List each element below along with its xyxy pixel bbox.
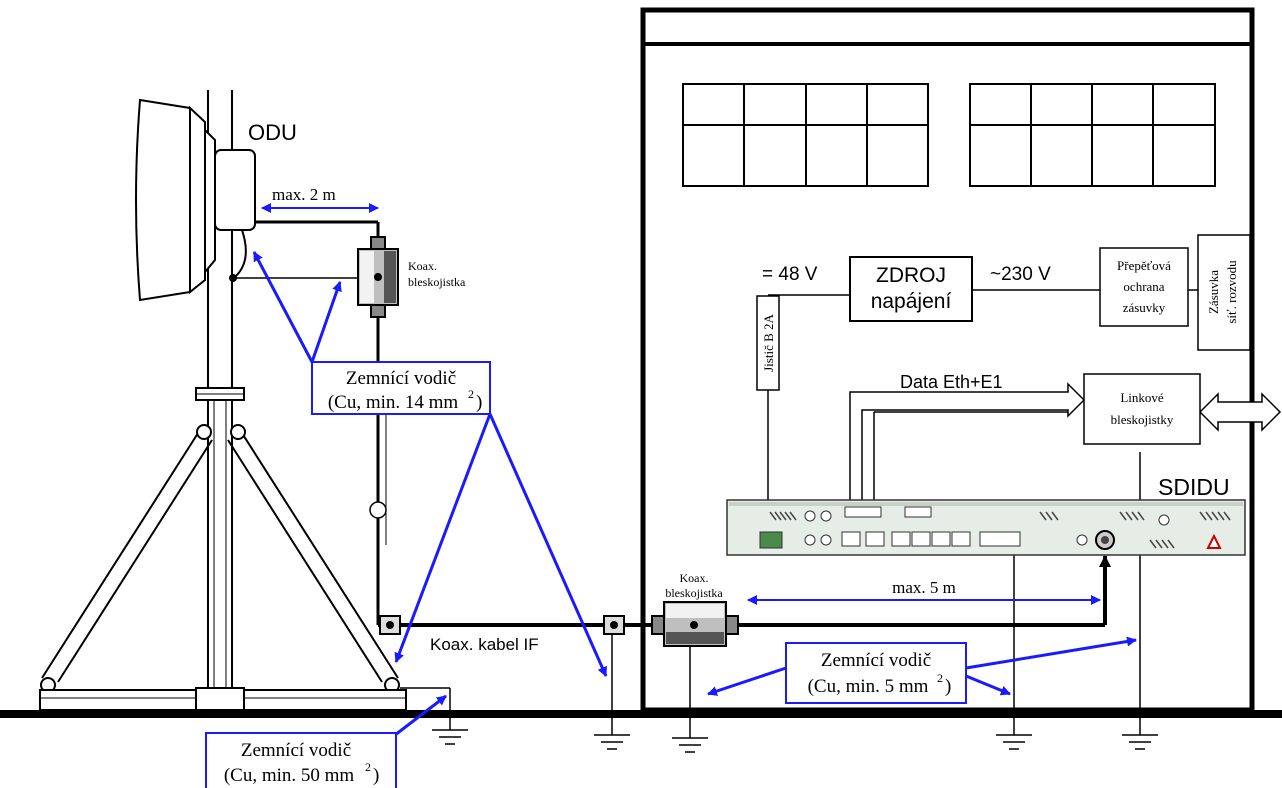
dc-48v-label: = 48 V [762,264,818,285]
surge-protector-box: Přepěťová ochrana zásuvky [1099,247,1189,327]
zemnici-50-line1: Zemnící vodič [241,740,351,761]
psu-label-2: napájení [871,290,952,313]
sdidu-device [726,499,1246,556]
connector-icon [379,615,625,635]
sdidu-label: SDIDU [1158,474,1230,500]
zemnici-5-sup: 2 [937,671,943,685]
line-arrester-label-1: Linkové [1120,390,1164,405]
zemnici-5-line2: (Cu, min. 5 mm [808,676,929,697]
socket-box: Zásuvka síť. rozvodu [1197,234,1251,351]
surge-arrester-icon-bottom [651,601,739,647]
prepet-label-2: ochrana [1123,279,1164,294]
koax-if-cable-label: Koax. kabel IF [430,635,539,654]
pointer-arrows [252,251,1137,737]
line-arrester-label-2: bleskojistky [1111,412,1174,427]
zemnici-14-line1: Zemnící vodič [346,368,456,389]
data-arrow [849,382,1086,536]
koax-arrester-top-label-2: bleskojistka [408,275,466,289]
breaker-box: Jistič B 2A [756,295,780,391]
zemnici-50-close: ) [373,765,379,786]
external-double-arrow [1198,392,1282,432]
prepet-label-3: zásuvky [1123,300,1166,315]
zemnici-14-close: ) [476,392,482,413]
zemnici-5-line1: Zemnící vodič [821,650,931,671]
mast-tripod [39,90,407,711]
window-right [969,83,1216,187]
ground-wire-label-14: Zemnící vodič (Cu, min. 14 mm 2 ) [311,361,491,415]
building [640,7,1255,713]
zemnici-14-line2: (Cu, min. 14 mm [328,392,459,413]
ac-230v-label: ~230 V [990,264,1051,285]
max-2m-label: max. 2 m [272,185,336,204]
zemnici-50-line2: (Cu, min. 50 mm [224,765,355,786]
psu-label-1: ZDROJ [876,264,946,287]
socket-label-2: síť. rozvodu [1224,260,1239,324]
odu-dish [135,98,256,302]
surge-arrester-icon-top [357,236,399,318]
zemnici-14-sup: 2 [468,387,474,401]
max-5m-label: max. 5 m [892,578,956,597]
ground-wire-label-50: Zemnící vodič (Cu, min. 50 mm 2 ) [205,732,397,788]
ground-symbol-icon [432,729,1158,753]
warning-triangle-icon [1206,533,1222,549]
koax-arrester-bottom-label-1: Koax. [680,571,709,585]
zemnici-5-close: ) [945,676,951,697]
line-arrester-box: Linkové bleskojistky [1083,373,1201,445]
ground-wire-label-5: Zemnící vodič (Cu, min. 5 mm 2 ) [785,642,967,704]
data-eth-label: Data Eth+E1 [900,372,1003,392]
prepet-label-1: Přepěťová [1117,258,1171,273]
koax-arrester-bottom-label-2: bleskojistka [665,586,723,600]
koax-arrester-top-label-1: Koax. [408,259,437,273]
dimension-arrows [261,203,1101,605]
power-supply-box: ZDROJ napájení [849,256,973,322]
ground-line [0,710,1282,718]
breaker-label: Jistič B 2A [761,314,776,372]
odu-label: ODU [248,120,297,145]
socket-label-1: Zásuvka [1206,270,1221,314]
window-left [682,83,929,187]
zemnici-50-sup: 2 [365,760,371,774]
